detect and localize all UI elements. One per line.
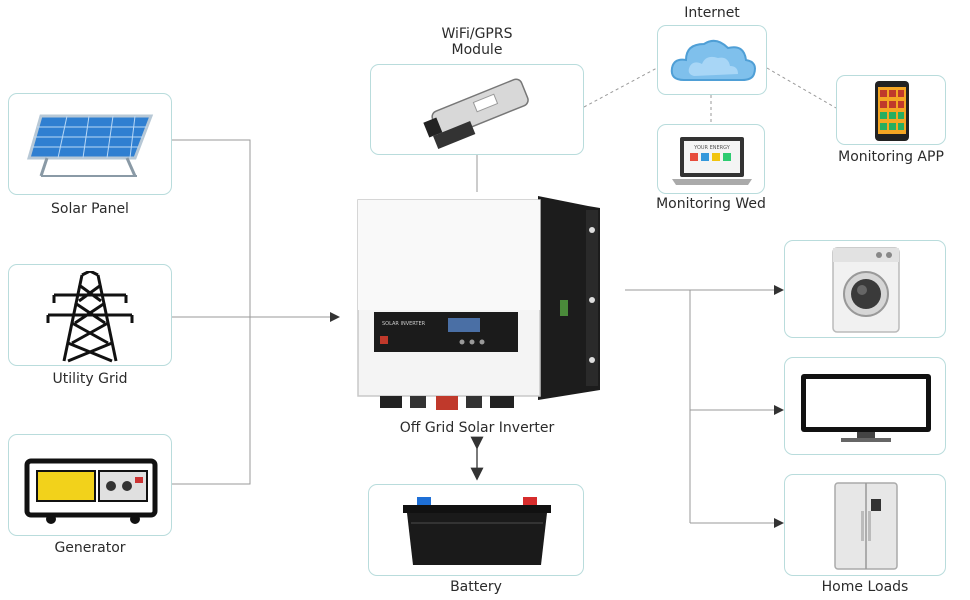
battery-label: Battery <box>450 579 502 595</box>
inverter-icon: SOLAR INVERTER <box>357 196 600 410</box>
washer-box <box>784 240 946 338</box>
home-loads-label: Home Loads <box>821 579 909 595</box>
monitor-icon <box>801 374 931 442</box>
wifi-module-box <box>370 64 584 155</box>
cloud-icon <box>670 39 756 81</box>
solar-panel-box <box>8 93 172 195</box>
generator-label: Generator <box>54 540 126 556</box>
monitor-box <box>784 357 946 455</box>
wifi-module-label-line1: WiFi/GPRS <box>441 26 513 42</box>
fridge-box <box>784 474 946 576</box>
laptop-icon: YOUR ENERGY <box>672 137 752 185</box>
solar-line <box>172 139 251 317</box>
internet-label: Internet <box>684 5 740 21</box>
utility-grid-label: Utility Grid <box>52 371 128 387</box>
monitoring-app-label: Monitoring APP <box>838 149 944 165</box>
refrigerator-icon <box>834 482 898 570</box>
wifi-module-label-line2: Module <box>451 42 503 58</box>
transmission-tower-icon <box>46 271 134 363</box>
inverter-label: Off Grid Solar Inverter <box>399 420 555 436</box>
monitoring-web-label: Monitoring Wed <box>656 196 766 212</box>
inverter-panel-text: SOLAR INVERTER <box>382 321 426 327</box>
module-internet-link <box>583 67 658 108</box>
battery-box <box>368 484 584 576</box>
monitoring-web-box: YOUR ENERGY <box>657 124 765 194</box>
battery-icon <box>403 497 551 565</box>
wifi-module-icon <box>423 78 529 150</box>
laptop-screen-text: YOUR ENERGY <box>693 145 731 151</box>
internet-app-link <box>766 67 837 109</box>
utility-grid-box <box>8 264 172 366</box>
solar-panel-icon <box>27 114 154 177</box>
generator-icon <box>24 458 158 524</box>
solar-panel-label: Solar Panel <box>51 201 129 217</box>
monitoring-app-box <box>836 75 946 145</box>
internet-box <box>657 25 767 95</box>
washing-machine-icon <box>832 247 900 333</box>
generator-box <box>8 434 172 536</box>
generator-line <box>172 317 251 485</box>
smartphone-icon <box>875 81 909 141</box>
